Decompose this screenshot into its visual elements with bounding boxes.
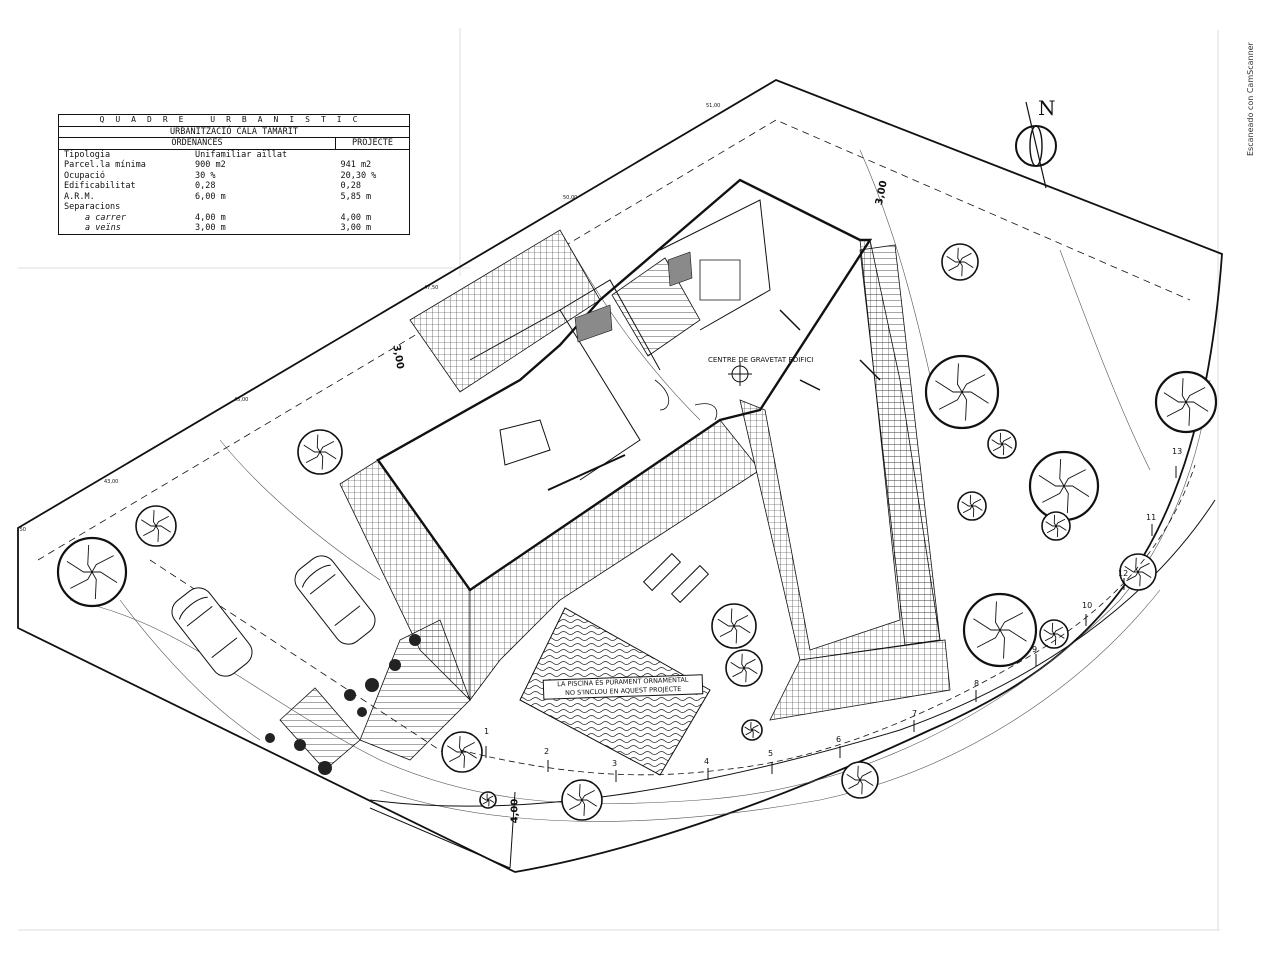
quadre-row: Ocupació 30 % 20,30 % bbox=[58, 170, 411, 181]
tree-canopy bbox=[987, 429, 1017, 459]
quadre-row-ordenances: 0,28 bbox=[195, 181, 216, 191]
quadre-row: a veïns 3,00 m 3,00 m bbox=[58, 223, 411, 235]
tree-canopy bbox=[561, 779, 603, 821]
parked-cars bbox=[171, 555, 376, 677]
survey-point-label: 11 bbox=[1146, 513, 1157, 522]
shrubs bbox=[265, 634, 421, 775]
survey-point-label: 10 bbox=[1082, 601, 1093, 610]
quadre-row: A.R.M. 6,00 m 5,85 m bbox=[58, 191, 411, 202]
quadre-row-projecte bbox=[335, 149, 411, 160]
quadre-row-label: A.R.M. bbox=[58, 191, 191, 202]
tree-canopy bbox=[924, 354, 1000, 430]
contour-label: 51,00 bbox=[706, 103, 721, 109]
contour-label: 50,00 bbox=[563, 195, 578, 201]
quadre-row-label: a veïns bbox=[58, 223, 191, 235]
tree-canopy bbox=[962, 592, 1038, 668]
tree-canopy bbox=[841, 761, 879, 799]
tree-canopy bbox=[441, 731, 483, 773]
quadre-row-ordenances: 4,00 m bbox=[195, 212, 226, 223]
tree-canopy bbox=[741, 719, 763, 741]
quadre-title: QUADRE URBANISTIC bbox=[58, 114, 410, 127]
quadre-urbanistic-table: QUADRE URBANISTIC URBANITZACIÓ CALA TAMA… bbox=[58, 114, 411, 235]
compass-rose bbox=[1015, 101, 1057, 189]
tree-canopy bbox=[1041, 511, 1071, 541]
building bbox=[376, 178, 881, 592]
street-edge bbox=[369, 499, 1216, 869]
survey-point-label: 5 bbox=[768, 749, 774, 758]
quadre-row-ordenances: 6,00 m bbox=[195, 191, 226, 202]
quadre-row-label: Ocupació bbox=[58, 170, 191, 181]
quadre-row-projecte: 20,30 % bbox=[335, 170, 411, 181]
quadre-row-projecte: 0,28 bbox=[335, 181, 411, 192]
survey-point-label: 9 bbox=[1032, 645, 1038, 654]
survey-point-label: 13 bbox=[1172, 447, 1183, 456]
survey-point-label: 7 bbox=[912, 709, 918, 718]
sun-loungers bbox=[642, 552, 710, 604]
compass-north-label: N bbox=[1038, 96, 1056, 120]
quadre-row-label: Separacions bbox=[58, 202, 191, 213]
survey-point-label: 3 bbox=[612, 759, 618, 768]
survey-point-label: 12 bbox=[1118, 569, 1129, 578]
contour-label: ,50 bbox=[18, 527, 26, 533]
quadre-row-projecte: 941 m2 bbox=[335, 160, 411, 171]
survey-point-label: 6 bbox=[836, 735, 842, 744]
survey-point-label: 2 bbox=[544, 747, 550, 756]
setback-street: 4,00 bbox=[509, 798, 521, 824]
quadre-row: a carrer 4,00 m 4,00 m bbox=[58, 212, 411, 223]
tree-canopy bbox=[297, 429, 343, 475]
quadre-row-ordenances: 3,00 m bbox=[190, 223, 336, 235]
quadre-row-ordenances: 900 m2 bbox=[195, 160, 226, 170]
tree-canopy bbox=[957, 491, 987, 521]
tree-canopy bbox=[135, 505, 177, 547]
tree-canopy bbox=[1039, 619, 1069, 649]
scan-fold-lines bbox=[18, 28, 1220, 931]
quadre-row: Tipologia Unifamiliar aïllat bbox=[58, 149, 411, 160]
tree-canopy bbox=[1154, 370, 1218, 434]
survey-point-label: 8 bbox=[974, 679, 980, 688]
quadre-row-label: a carrer bbox=[58, 212, 191, 223]
survey-marks bbox=[485, 466, 1177, 782]
survey-point-label: 1 bbox=[484, 727, 490, 736]
survey-point-label: 4 bbox=[704, 757, 710, 766]
tree-canopy bbox=[479, 791, 497, 809]
contour-label: 43,00 bbox=[104, 479, 119, 485]
quadre-row: Parcel.la mínima 900 m2 941 m2 bbox=[58, 160, 411, 171]
tree-canopy bbox=[1119, 553, 1157, 591]
centre-gravity-marker bbox=[728, 362, 752, 386]
quadre-row-projecte: 4,00 m bbox=[335, 212, 411, 223]
quadre-col-ordenances: ORDENANCES bbox=[58, 137, 336, 150]
centre-gravity-label: CENTRE DE GRAVETAT EDIFICI bbox=[708, 356, 814, 364]
scanner-watermark-text: Escaneado con CamScanner bbox=[1246, 42, 1255, 156]
quadre-col-projecte: PROJECTE bbox=[334, 137, 411, 150]
tree-canopy bbox=[725, 649, 763, 687]
quadre-row-label: Edificabilitat bbox=[58, 181, 191, 192]
scanner-watermark: Escaneado con CamScanner bbox=[1242, 42, 1262, 160]
quadre-row: Edificabilitat 0,28 0,28 bbox=[58, 181, 411, 192]
quadre-subtitle: URBANITZACIÓ CALA TAMARIT bbox=[58, 125, 410, 138]
quadre-row: Separacions bbox=[58, 202, 411, 213]
contour-label: 47,50 bbox=[424, 285, 439, 291]
quadre-row-projecte bbox=[335, 202, 411, 213]
quadre-row-ordenances bbox=[190, 202, 335, 213]
quadre-row-label: Tipologia bbox=[58, 149, 191, 160]
quadre-row-ordenances: Unifamiliar aïllat bbox=[195, 149, 288, 160]
quadre-row-ordenances: 30 % bbox=[195, 170, 216, 181]
tree-canopy bbox=[941, 243, 979, 281]
survey-line bbox=[459, 464, 1196, 776]
tree-canopy bbox=[1028, 450, 1100, 522]
trees bbox=[56, 243, 1218, 821]
quadre-row-projecte: 5,85 m bbox=[335, 191, 411, 202]
contour-label: 45,00 bbox=[234, 397, 249, 403]
tree-canopy bbox=[56, 536, 128, 608]
quadre-row-projecte: 3,00 m bbox=[335, 223, 411, 235]
tree-canopy bbox=[711, 603, 757, 649]
quadre-row-label: Parcel.la mínima bbox=[58, 160, 191, 171]
